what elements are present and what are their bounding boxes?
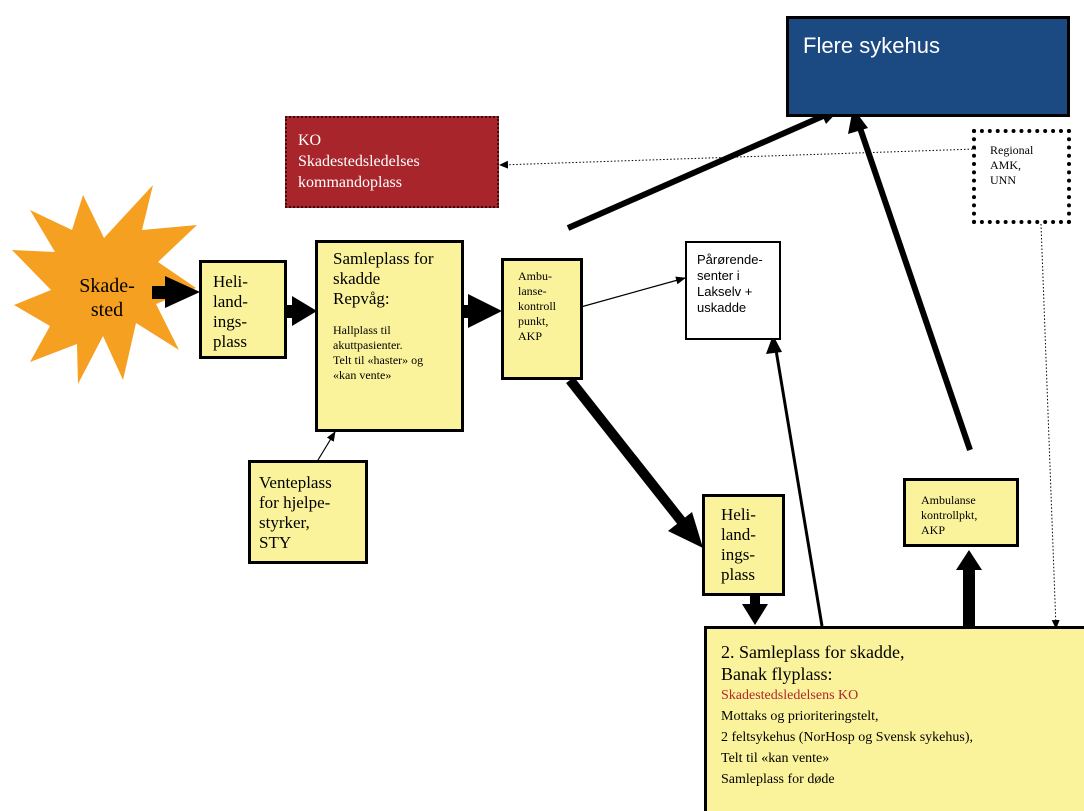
command-post-line-1: KO [298,132,322,149]
arrow-samleplass2-to-akp2 [956,550,982,626]
helipad-2-line-3: ings- [721,545,755,564]
dotted-line-amk-to-ko [499,148,977,169]
collection-point-2-box: 2. Samleplass for skadde, Banak flyplass… [704,626,1084,811]
waiting-area-line-2: for hjelpe- [259,493,331,512]
collection-point-1-detail-3: Telt til «haster» og [333,353,424,367]
collection-point-1-box: Samleplass for skadde Repvåg: Hallplass … [315,240,464,432]
ambulance-checkpoint-1-box: Ambu- lanse- kontroll punkt, AKP [501,258,583,380]
arrow-heli2-to-samleplass2 [742,595,768,625]
ambulance-checkpoint-2-box: Ambulanse kontrollpkt, AKP [903,478,1019,547]
relatives-centre-line-1: Pårørende- [697,252,763,267]
helipad-1-line-1: Heli- [213,272,248,291]
helipad-1-line-3: ings- [213,312,247,331]
hospitals-label: Flere sykehus [803,33,940,58]
skadested-label: Skade- sted [64,274,150,322]
collection-point-1-title-2: skadde [333,269,381,288]
regional-amk-line-2: AMK, [990,158,1022,172]
incident-burst-shape [12,185,197,384]
helipad-2-line-4: plass [721,565,755,584]
relatives-centre-line-4: uskadde [697,300,747,315]
command-post-line-2: Skadestedsledelses [298,153,420,170]
arrow-akp1-to-parorende [569,276,686,311]
ambulance-checkpoint-1-line-2: lanse- [518,284,547,298]
collection-point-2-detail-3: Telt til «kan vente» [721,751,830,766]
arrow-akp1-to-heli2 [566,376,703,548]
helipad-2-box: Heli- land- ings- plass [702,494,785,596]
skadested-line-1: Skade- [79,275,135,297]
waiting-area-line-1: Venteplass [259,473,332,492]
ambulance-checkpoint-2-line-2: kontrollpkt, [921,508,978,522]
collection-point-1-title-1: Samleplass for [333,249,434,268]
collection-point-2-detail-1: Mottaks og prioriteringstelt, [721,709,879,724]
arrow-heli1-to-samleplass1 [285,296,317,326]
collection-point-2-detail-4: Samleplass for døde [721,772,835,787]
arrow-akp2-to-hospitals [848,108,973,451]
helipad-2-line-1: Heli- [721,505,756,524]
dotted-line-amk-to-samleplass2 [1040,223,1060,629]
arrow-venteplass-to-samleplass1 [317,431,336,461]
regional-amk-line-3: UNN [990,173,1016,187]
waiting-area-line-4: STY [259,533,292,552]
helipad-1-box: Heli- land- ings- plass [199,260,287,359]
hospitals-box: Flere sykehus [786,16,1070,117]
relatives-centre-line-3: Lakselv + [697,284,753,299]
command-post-line-3: kommandoplass [298,174,402,191]
collection-point-2-title: 2. Samleplass for skadde, Banak flyplass… [721,641,1084,685]
collection-point-1-title-3: Repvåg: [333,289,390,308]
command-post-box: KO Skadestedsledelses kommandoplass [285,116,499,208]
collection-point-2-detail-2: 2 feltsykehus (NorHosp og Svensk sykehus… [721,730,973,745]
collection-point-1-title: Samleplass for skadde Repvåg: [333,249,461,309]
collection-point-1-detail-1: Hallplass til [333,323,391,337]
ambulance-checkpoint-2-line-3: AKP [921,523,946,537]
helipad-1-line-2: land- [213,292,248,311]
ambulance-checkpoint-2-line-1: Ambulanse [921,493,976,507]
relatives-centre-box: Pårørende- senter i Lakselv + uskadde [685,241,781,340]
ambulance-checkpoint-1-line-5: AKP [518,329,543,343]
collection-point-2-details: Skadestedsledelsens KO Mottaks og priori… [721,685,1084,790]
collection-point-2-title-2: Banak flyplass: [721,664,833,684]
arrow-samleplass2-to-parorende [766,335,824,627]
ambulance-checkpoint-1-line-3: kontroll [518,299,556,313]
helipad-2-line-2: land- [721,525,756,544]
arrow-skadested-to-heli1 [152,276,200,308]
collection-point-1-detail-2: akuttpasienter. [333,338,403,352]
collection-point-1-details: Hallplass til akuttpasienter. Telt til «… [333,323,461,383]
helipad-1-line-4: plass [213,332,247,351]
regional-amk-line-1: Regional [990,143,1034,157]
arrow-akp1-to-hospitals [566,106,842,231]
collection-point-2-highlight: Skadestedsledelsens KO [721,688,859,703]
relatives-centre-line-2: senter i [697,268,740,283]
collection-point-2-title-1: 2. Samleplass for skadde, [721,642,905,662]
regional-amk-box: Regional AMK, UNN [972,129,1071,224]
skadested-line-2: sted [90,299,124,321]
collection-point-1-detail-4: «kan vente» [333,368,392,382]
waiting-area-box: Venteplass for hjelpe- styrker, STY [248,460,368,564]
waiting-area-line-3: styrker, [259,513,310,532]
ambulance-checkpoint-1-line-1: Ambu- [518,269,552,283]
ambulance-checkpoint-1-line-4: punkt, [518,314,549,328]
